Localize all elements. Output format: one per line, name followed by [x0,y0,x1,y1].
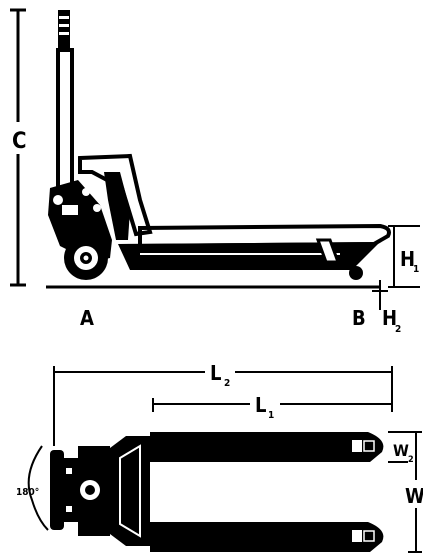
top-view: L 2 L 1 180° [16,361,423,553]
steer-arc [27,445,49,531]
label-h1-sub: 1 [413,264,419,275]
label-h1: H [400,247,415,271]
steer-assembly [50,446,110,536]
dimension-w2 [388,431,408,463]
label-l2-sub: 2 [224,378,230,389]
fork-lower [150,522,384,552]
chassis-highlight [119,444,141,538]
fork-side [118,223,391,280]
label-h2: H [382,306,397,330]
label-l1-sub: 1 [268,410,274,421]
steer-wheel [64,236,108,280]
pump-body [48,153,153,262]
label-w2: W [393,441,409,460]
label-l1: L [255,393,266,417]
side-view: C [10,8,420,335]
label-h2-sub: 2 [395,324,401,335]
dimension-l1 [152,398,392,412]
label-a: A [80,306,94,330]
dimension-h1 [388,225,420,288]
dimension-w [408,431,422,553]
label-c: C [12,129,27,154]
label-w: W [405,484,423,508]
label-angle: 180° [16,487,39,498]
dimension-c [10,8,26,287]
fork-upper [150,432,384,462]
label-l2: L [210,361,221,385]
label-w2-sub: 2 [408,455,414,465]
label-b: B [352,306,366,330]
handle [56,10,74,197]
